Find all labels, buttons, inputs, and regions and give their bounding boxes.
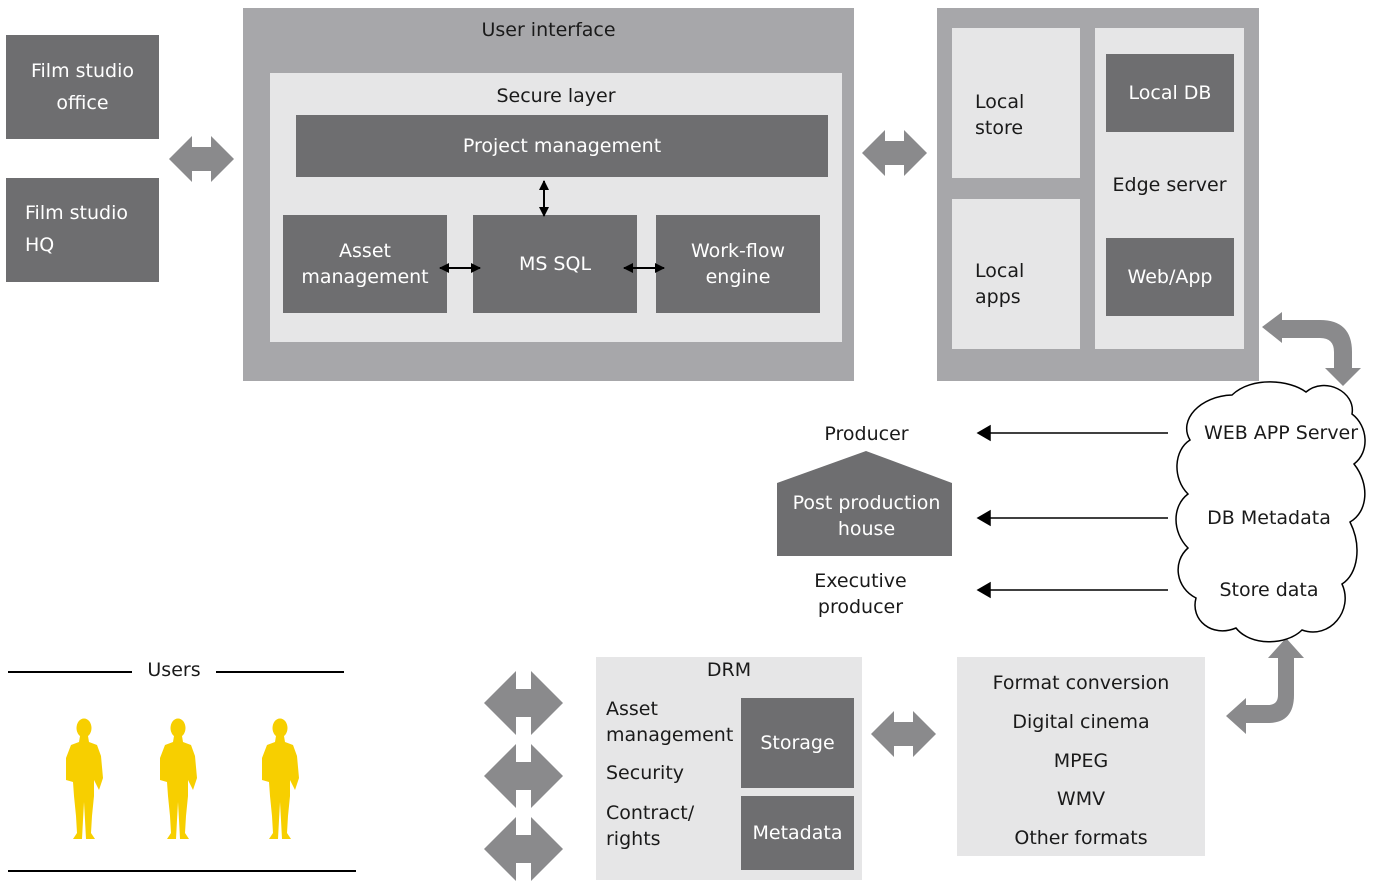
drm-contract-rights: Contract/ rights (606, 800, 694, 852)
workflow-engine-line2: engine (705, 266, 771, 288)
post-production-house-label: Post production house (777, 490, 956, 542)
web-app-box: Web/App (1106, 238, 1234, 316)
executive-producer-label: Executive producer (771, 568, 950, 620)
asset-management-line2: management (301, 266, 429, 288)
double-arrow-ui-edge (862, 130, 927, 176)
arrow-to-post-production (976, 509, 991, 527)
local-apps-line1: Local (975, 260, 1025, 282)
asset-management-box: Asset management (283, 215, 447, 313)
asset-management-line1: Asset (339, 240, 391, 262)
format-wmv: WMV (1056, 788, 1106, 810)
format-other: Other formats (1014, 827, 1148, 849)
film-studio-hq-line2: HQ (25, 234, 55, 256)
double-arrow-office-ui (169, 136, 234, 182)
user-figure-2 (160, 718, 197, 839)
project-management-box: Project management (296, 115, 828, 177)
local-apps-line2: apps (975, 286, 1021, 308)
film-studio-hq-line1: Film studio (25, 202, 129, 224)
user-interface-title: User interface (481, 19, 616, 41)
cloud-store-data: Store data (1219, 579, 1319, 601)
secure-layer-title: Secure layer (496, 85, 616, 107)
drm-contract-rights-line2: rights (606, 828, 661, 850)
local-store-line2: store (975, 117, 1024, 139)
drm-storage-box: Storage (741, 698, 854, 788)
film-studio-hq-box: Film studio HQ (6, 178, 159, 282)
edge-server-label: Edge server (1112, 174, 1227, 196)
users-label: Users (147, 659, 201, 681)
local-db-box: Local DB (1106, 54, 1234, 132)
format-digital-cinema: Digital cinema (1012, 711, 1150, 733)
local-store-line1: Local (975, 91, 1025, 113)
local-apps-box: Local apps (952, 199, 1080, 349)
cloud-db-metadata: DB Metadata (1207, 507, 1331, 529)
workflow-engine-box: Work-flow engine (656, 215, 820, 313)
format-conversion: Format conversion (992, 672, 1170, 694)
film-studio-office-line2: office (56, 92, 109, 114)
double-arrow-users-1 (484, 671, 563, 735)
arrow-to-executive-producer (976, 581, 991, 599)
drm-title: DRM (706, 659, 752, 681)
curved-arrow-edge-cloud (1262, 312, 1361, 386)
post-production-line1: Post production (792, 492, 941, 514)
double-arrow-users-3 (484, 817, 563, 881)
film-studio-office-box: Film studio office (6, 35, 159, 139)
executive-producer-line1: Executive (814, 570, 907, 592)
user-figure-1 (66, 718, 103, 839)
drm-asset-management-line1: Asset (606, 698, 658, 720)
arrow-to-producer (976, 424, 991, 442)
double-arrow-users-2 (484, 744, 563, 808)
curved-arrow-cloud-formats (1226, 638, 1304, 734)
double-arrow-drm-formats (871, 711, 936, 757)
format-mpeg: MPEG (1053, 750, 1109, 772)
post-production-house-shape (777, 451, 952, 556)
user-figure-3 (262, 718, 299, 839)
producer-label: Producer (824, 423, 909, 445)
workflow-engine-line1: Work-flow (690, 240, 786, 262)
formats-panel (957, 657, 1205, 856)
executive-producer-line2: producer (817, 596, 904, 618)
cloud-web-app-server: WEB APP Server (1203, 422, 1359, 444)
drm-metadata-box: Metadata (741, 796, 854, 870)
drm-asset-management-line2: management (606, 724, 734, 746)
cloud-shape (1175, 381, 1366, 643)
post-production-line2: house (837, 518, 896, 540)
drm-contract-rights-line1: Contract/ (606, 802, 695, 824)
drm-asset-management: Asset management (606, 696, 733, 748)
ms-sql-box: MS SQL (473, 215, 637, 313)
drm-security: Security (606, 762, 685, 784)
local-store-box: Local store (952, 28, 1080, 178)
film-studio-office-line1: Film studio (30, 60, 134, 82)
